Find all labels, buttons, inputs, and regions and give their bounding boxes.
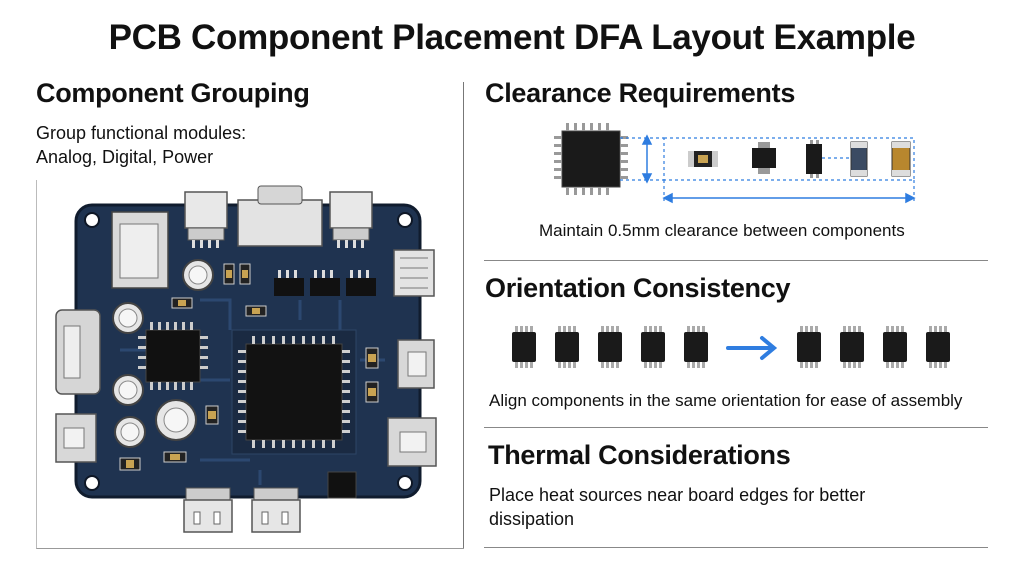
board-frame bbox=[36, 180, 464, 549]
page-title: PCB Component Placement DFA Layout Examp… bbox=[108, 18, 916, 57]
qfp-large bbox=[231, 329, 357, 455]
ic-row-top bbox=[274, 270, 376, 296]
mounting-hole bbox=[84, 475, 100, 491]
clearance-heading: Clearance Requirements bbox=[485, 78, 796, 108]
column-divider bbox=[463, 82, 464, 548]
mounting-hole bbox=[397, 212, 413, 228]
clearance-components bbox=[688, 140, 911, 178]
grouping-text: Group functional modules: Analog, Digita… bbox=[36, 121, 246, 169]
bottom-connectors bbox=[183, 487, 301, 533]
thermal-text: Place heat sources near board edges for … bbox=[489, 483, 865, 531]
thermal-text-line1: Place heat sources near board edges for … bbox=[489, 485, 866, 505]
thermal-heading: Thermal Considerations bbox=[488, 440, 791, 470]
mounting-hole bbox=[84, 212, 100, 228]
clearance-caption: Maintain 0.5mm clearance between compone… bbox=[539, 221, 905, 240]
orientation-heading: Orientation Consistency bbox=[485, 273, 791, 303]
grouping-text-line1: Group functional modules: bbox=[36, 123, 247, 143]
capacitors bbox=[112, 259, 214, 448]
orientation-chips-before bbox=[512, 326, 708, 368]
grouping-heading: Component Grouping bbox=[36, 78, 310, 108]
arrow-icon bbox=[726, 336, 778, 360]
passives bbox=[119, 263, 379, 471]
mounting-hole bbox=[397, 475, 413, 491]
small-ic bbox=[327, 471, 357, 499]
clearance-divider bbox=[484, 260, 988, 261]
grouping-text-line2: Analog, Digital, Power bbox=[36, 147, 214, 167]
thermal-divider bbox=[484, 547, 988, 548]
orientation-chips-after bbox=[797, 326, 950, 368]
orientation-divider bbox=[484, 427, 988, 428]
top-connectors bbox=[184, 185, 373, 247]
qfp-small bbox=[138, 322, 208, 390]
orientation-caption: Align components in the same orientation… bbox=[489, 391, 963, 410]
thermal-text-line2: dissipation bbox=[489, 509, 575, 529]
